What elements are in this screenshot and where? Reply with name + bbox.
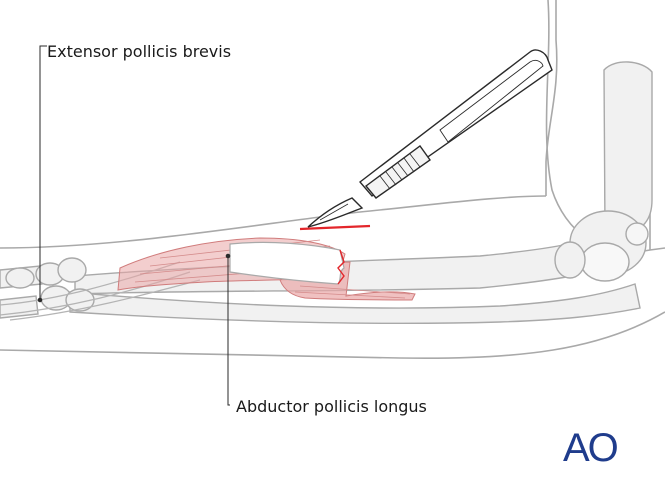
radial-head — [554, 241, 586, 279]
tendon-apl-2 — [9, 279, 201, 321]
olecranon-knob — [625, 222, 649, 246]
humerus-condyle-inner — [580, 242, 630, 282]
label-extensor-pollicis-brevis: Extensor pollicis brevis — [47, 42, 232, 61]
leader-apl — [227, 256, 230, 406]
leader-epb — [39, 45, 47, 300]
forearm-volar-contour — [0, 311, 665, 360]
humerus-shaft — [603, 61, 653, 233]
incision-line — [299, 224, 371, 231]
leader-lines — [37, 45, 231, 406]
ao-logo: AO — [563, 427, 620, 467]
scalpel-handle-inner — [439, 59, 544, 143]
carpal-bone-2 — [57, 257, 87, 283]
cut-tendon-end — [229, 241, 345, 285]
scalpel-blade — [307, 197, 364, 228]
carpal-bone-5 — [5, 267, 35, 289]
ao-logo-text: AO — [563, 427, 618, 467]
upper-arm-contour — [545, 0, 558, 196]
tear-edge — [337, 249, 345, 285]
label-abductor-pollicis-longus: Abductor pollicis longus — [236, 397, 427, 416]
scalpel-icon — [307, 49, 553, 228]
muscles — [117, 237, 416, 301]
ulna — [69, 283, 641, 324]
